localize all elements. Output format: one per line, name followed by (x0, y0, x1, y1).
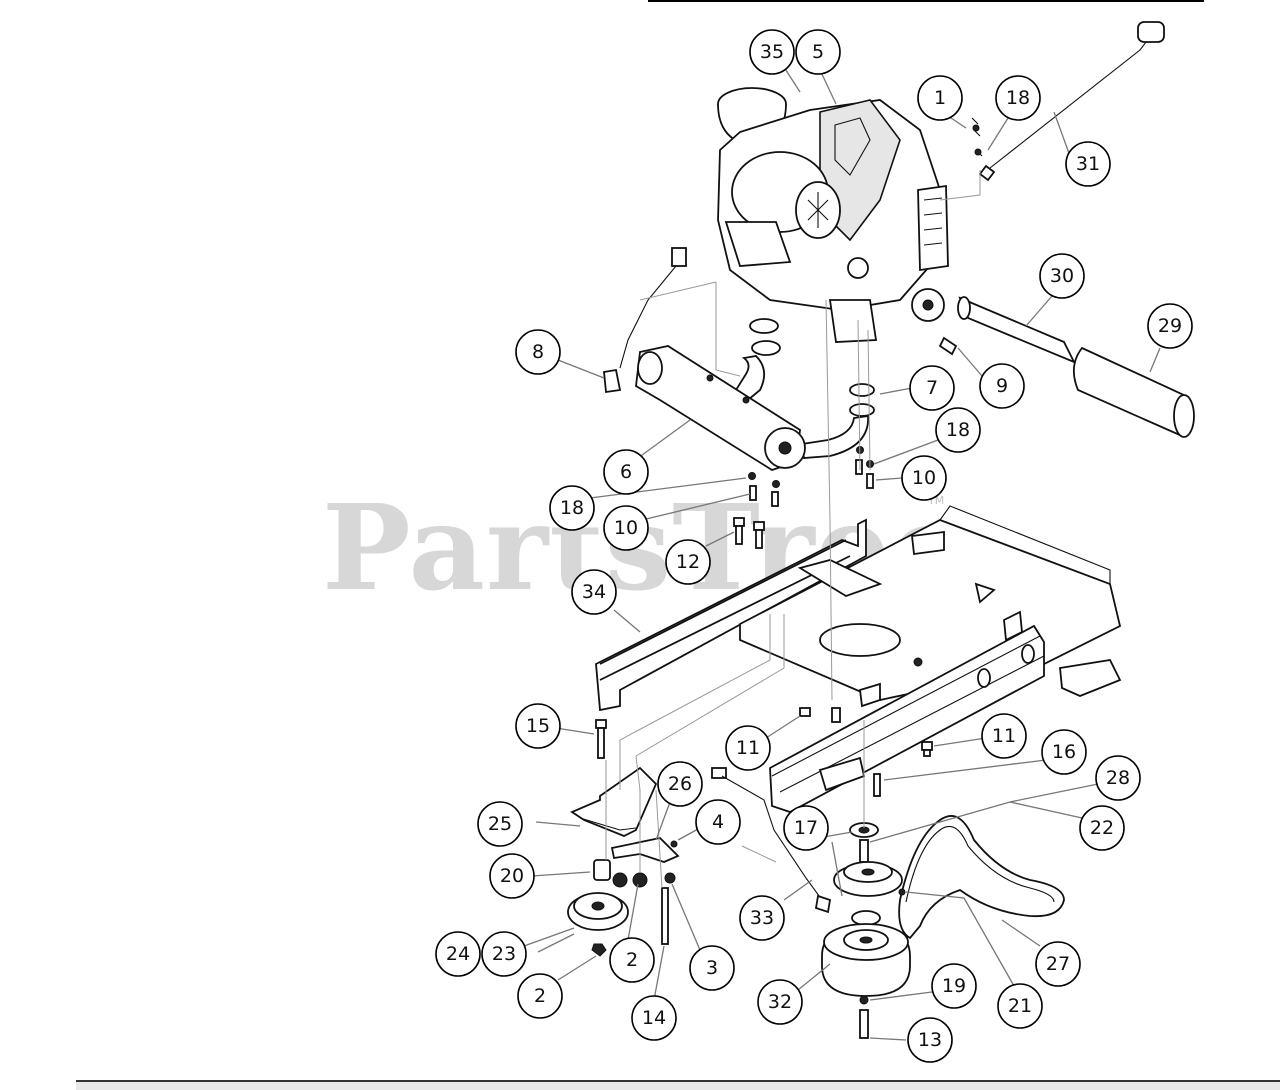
callout: 4 (695, 799, 741, 845)
svg-text:22: 22 (1090, 817, 1114, 839)
filters (957, 296, 1195, 438)
svg-text:2: 2 (626, 949, 638, 971)
callout: 11 (981, 713, 1027, 759)
callout: 30 (1039, 253, 1085, 299)
callouts: 35 5 1 18 31 30 29 8 7 9 18 6 10 18 10 1… (435, 29, 1193, 1063)
callout: 13 (907, 1017, 953, 1063)
svg-text:32: 32 (768, 991, 792, 1013)
wiring (603, 21, 1165, 394)
svg-text:31: 31 (1076, 153, 1100, 175)
callout: 27 (1035, 941, 1081, 987)
svg-text:29: 29 (1158, 315, 1182, 337)
callout: 6 (603, 449, 649, 495)
svg-text:3: 3 (706, 957, 718, 979)
callout: 18 (995, 75, 1041, 121)
svg-text:18: 18 (560, 497, 584, 519)
callout: 24 (435, 931, 481, 977)
svg-text:17: 17 (794, 817, 818, 839)
leader-lines (523, 63, 1161, 1041)
callout: 22 (1079, 805, 1125, 851)
callout: 33 (739, 895, 785, 941)
svg-text:8: 8 (532, 341, 544, 363)
svg-text:12: 12 (676, 551, 700, 573)
svg-text:30: 30 (1050, 265, 1074, 287)
svg-text:23: 23 (492, 943, 516, 965)
svg-text:19: 19 (942, 975, 966, 997)
svg-text:35: 35 (760, 41, 784, 63)
pto-clutch-and-belt (711, 767, 1065, 1039)
svg-text:16: 16 (1052, 741, 1076, 763)
engine (717, 87, 949, 343)
svg-text:1: 1 (934, 87, 946, 109)
svg-text:5: 5 (812, 41, 824, 63)
callout: 29 (1147, 303, 1193, 349)
idler-assembly (567, 719, 680, 957)
svg-text:34: 34 (582, 581, 606, 603)
svg-text:11: 11 (992, 725, 1016, 747)
fasteners (733, 446, 874, 549)
footer-bar (76, 1080, 1280, 1090)
callout: 19 (931, 963, 977, 1009)
callout: 16 (1041, 729, 1087, 775)
svg-text:28: 28 (1106, 767, 1130, 789)
callout: 3 (689, 945, 735, 991)
svg-text:20: 20 (500, 865, 524, 887)
svg-text:27: 27 (1046, 953, 1070, 975)
callout: 14 (631, 995, 677, 1041)
callout: 32 (757, 979, 803, 1025)
svg-text:14: 14 (642, 1007, 666, 1029)
callout: 10 (901, 455, 947, 501)
callout: 31 (1065, 141, 1111, 187)
callout: 7 (909, 365, 955, 411)
svg-text:7: 7 (926, 377, 938, 399)
callout: 12 (665, 539, 711, 585)
callout: 26 (657, 761, 703, 807)
svg-text:18: 18 (946, 419, 970, 441)
svg-text:15: 15 (526, 715, 550, 737)
svg-text:11: 11 (736, 737, 760, 759)
svg-text:6: 6 (620, 461, 632, 483)
svg-text:9: 9 (996, 375, 1008, 397)
callout: 2 (609, 937, 655, 983)
callout: 34 (571, 569, 617, 615)
svg-text:4: 4 (712, 811, 724, 833)
callout: 8 (515, 329, 561, 375)
exhaust-system (635, 318, 875, 471)
callout: 18 (935, 407, 981, 453)
callout: 11 (725, 725, 771, 771)
alignment-guides (605, 170, 981, 889)
callout: 17 (783, 805, 829, 851)
svg-text:2: 2 (534, 985, 546, 1007)
frame-bolts (799, 707, 933, 797)
callout: 2 (517, 973, 563, 1019)
header-rule (648, 0, 1204, 2)
callout: 21 (997, 983, 1043, 1029)
callout: 18 (549, 485, 595, 531)
svg-text:26: 26 (668, 773, 692, 795)
callout: 15 (515, 703, 561, 749)
callout: 1 (917, 75, 963, 121)
callout: 9 (979, 363, 1025, 409)
svg-text:10: 10 (912, 467, 936, 489)
svg-text:25: 25 (488, 813, 512, 835)
svg-text:10: 10 (614, 517, 638, 539)
svg-text:33: 33 (750, 907, 774, 929)
svg-text:21: 21 (1008, 995, 1032, 1017)
svg-text:13: 13 (918, 1029, 942, 1051)
callout: 35 (749, 29, 795, 75)
callout: 28 (1095, 755, 1141, 801)
callout: 10 (603, 505, 649, 551)
svg-text:18: 18 (1006, 87, 1030, 109)
svg-text:24: 24 (446, 943, 470, 965)
callout: 25 (477, 801, 523, 847)
mower-frame (595, 505, 1122, 813)
callout: 5 (795, 29, 841, 75)
callout: 23 (481, 931, 527, 977)
callout: 20 (489, 853, 535, 899)
